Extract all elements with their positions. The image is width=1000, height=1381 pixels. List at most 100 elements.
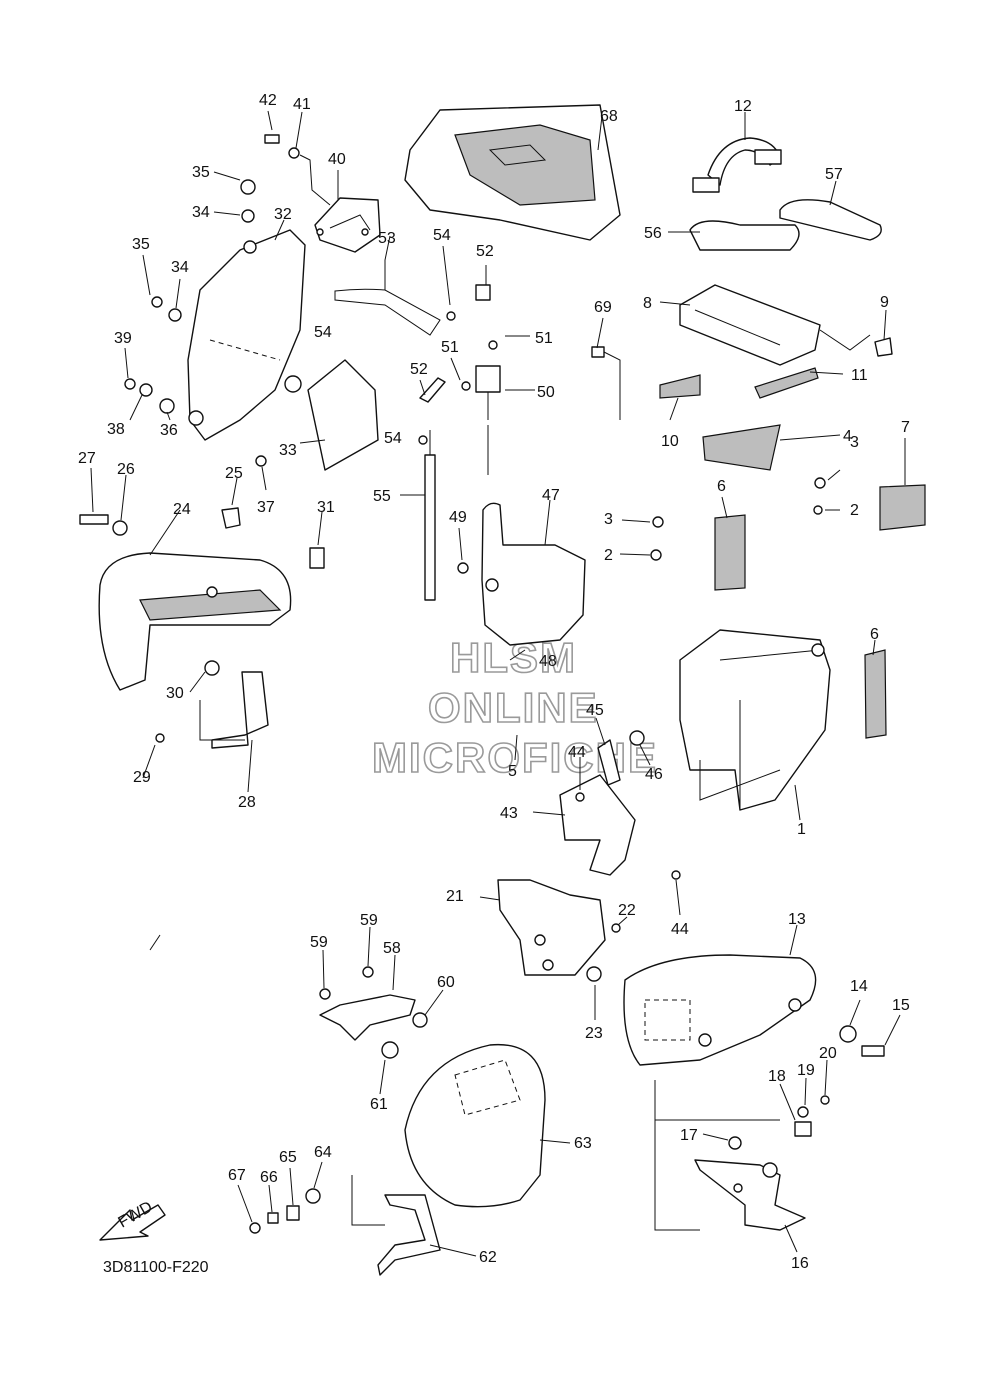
part-56-57-pads — [689, 199, 882, 251]
callout-label: 60 — [437, 974, 455, 991]
callout-label: 54 — [433, 227, 451, 244]
callout-label: 36 — [160, 422, 178, 439]
callout-label: 16 — [791, 1255, 809, 1272]
alignment-lines — [199, 329, 871, 1231]
part-33-panel — [307, 359, 379, 471]
callout-label: 38 — [107, 421, 125, 438]
part-62-bracket — [377, 1194, 441, 1276]
callout-label: 64 — [314, 1144, 332, 1161]
callout-label: 68 — [600, 108, 618, 125]
callout-label: 4 — [843, 428, 852, 445]
leader-lines — [90, 110, 906, 1257]
callout-label: 14 — [850, 978, 868, 995]
callout-label: 18 — [768, 1068, 786, 1085]
parts-64-67-fasteners — [249, 1188, 321, 1234]
part-47-reservoir — [457, 502, 586, 646]
callout-label: 9 — [880, 294, 889, 311]
callout-label: 26 — [117, 461, 135, 478]
callout-label: 2 — [850, 502, 859, 519]
callout-label: 54 — [384, 430, 402, 447]
callout-label: 30 — [166, 685, 184, 702]
fasteners-34-39 — [124, 179, 267, 467]
callout-label: 31 — [317, 499, 335, 516]
callout-label: 59 — [360, 912, 378, 929]
callout-label: 15 — [892, 997, 910, 1014]
callout-label: 62 — [479, 1249, 497, 1266]
callout-label: 40 — [328, 151, 346, 168]
diagram-code: 3D81100-F220 — [103, 1259, 209, 1276]
callout-label: 65 — [279, 1149, 297, 1166]
callout-label: 1 — [797, 821, 806, 838]
callout-label: 33 — [279, 442, 297, 459]
callout-label: 63 — [574, 1135, 592, 1152]
part-8-tray — [679, 284, 821, 366]
callout-label: 46 — [645, 766, 663, 783]
part-13-side-cover — [623, 954, 817, 1066]
callout-label: 20 — [819, 1045, 837, 1062]
callout-label: 6 — [717, 478, 726, 495]
fasteners-25-31 — [79, 507, 325, 749]
callout-label: 58 — [383, 940, 401, 957]
callout-label: 50 — [537, 384, 555, 401]
callout-label: 66 — [260, 1169, 278, 1186]
callout-label: 17 — [680, 1127, 698, 1144]
callout-label: 52 — [410, 361, 428, 378]
callout-label: 22 — [618, 902, 636, 919]
callout-label: 39 — [114, 330, 132, 347]
callout-label: 51 — [535, 330, 553, 347]
callout-label: 61 — [370, 1096, 388, 1113]
callout-label: 10 — [661, 433, 679, 450]
callout-label: 69 — [594, 299, 612, 316]
callout-label: 21 — [446, 888, 464, 905]
callout-label: 49 — [449, 509, 467, 526]
part-12-strap — [692, 137, 782, 193]
callout-label: 6 — [870, 626, 879, 643]
part-16-bracket — [694, 1159, 806, 1231]
callout-label: 19 — [797, 1062, 815, 1079]
callout-label: 44 — [671, 921, 689, 938]
part-9-69-clips — [591, 337, 893, 420]
callout-label: 32 — [274, 206, 292, 223]
callout-label: 44 — [568, 744, 586, 761]
callout-label: 67 — [228, 1167, 246, 1184]
callout-label: 11 — [851, 367, 868, 384]
callout-label: 56 — [644, 225, 662, 242]
callout-label: 52 — [476, 243, 494, 260]
callout-label: 12 — [734, 98, 752, 115]
callout-label: 37 — [257, 499, 275, 516]
callout-label: 57 — [825, 166, 843, 183]
parts-21-23-bracket — [497, 879, 621, 982]
callout-label: 23 — [585, 1025, 603, 1042]
callout-label: 51 — [441, 339, 459, 356]
callout-label: 27 — [78, 450, 96, 467]
part-1-battery-box — [650, 477, 831, 811]
callout-label: 55 — [373, 488, 391, 505]
callout-label: 41 — [293, 96, 311, 113]
callout-label: 28 — [238, 794, 256, 811]
callout-label: 34 — [171, 259, 189, 276]
part-41-42-fasteners — [264, 134, 331, 206]
callout-label: 24 — [173, 501, 191, 518]
part-58-bracket — [319, 966, 428, 1059]
hoses-50-55 — [334, 284, 501, 601]
parts-43-46-bracket — [559, 730, 681, 880]
callout-label: 8 — [643, 295, 652, 312]
callout-label: 48 — [539, 653, 557, 670]
callout-label: 35 — [192, 164, 210, 181]
callout-label: 54 — [314, 324, 332, 341]
callout-label: 3 — [604, 511, 613, 528]
fwd-arrow-icon: FWD — [99, 1199, 166, 1241]
callout-label: 13 — [788, 911, 806, 928]
parts-4-6-7-10-11-sheets — [659, 367, 926, 739]
callout-label: 25 — [225, 465, 243, 482]
part-63-cover — [404, 1043, 546, 1208]
callout-label: 5 — [508, 763, 517, 780]
part-40-bracket — [314, 197, 381, 253]
callout-label: 53 — [378, 230, 396, 247]
part-68-cover — [404, 104, 621, 241]
callout-label: 7 — [901, 419, 910, 436]
callout-label: 47 — [542, 487, 560, 504]
callout-label: 2 — [604, 547, 613, 564]
callout-label: 34 — [192, 204, 210, 221]
